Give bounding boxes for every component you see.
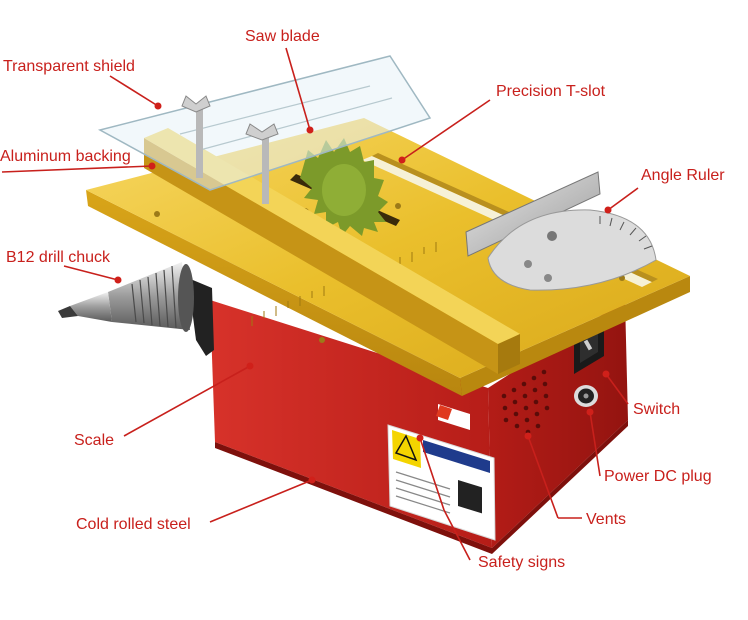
machine-body: [188, 278, 628, 554]
label-aluminum-backing: Aluminum backing: [0, 148, 131, 165]
table-right-edge: [460, 276, 690, 396]
drill-chuck: [58, 262, 194, 332]
fence: [144, 128, 520, 374]
chuck-bracket: [188, 278, 214, 356]
vents: [501, 369, 550, 435]
label-angle-ruler: Angle Ruler: [641, 167, 725, 184]
label-power-dc-plug: Power DC plug: [604, 468, 712, 485]
scale-marks: [251, 242, 437, 326]
table-front-edge: [86, 190, 462, 396]
label-vents: Vents: [586, 511, 627, 528]
power-switch: [574, 322, 604, 374]
angle-ruler: [465, 171, 657, 291]
safety-sticker: [387, 404, 496, 541]
leader-lines: [1, 47, 639, 561]
dc-plug: [574, 385, 598, 407]
label-transparent-shield: Transparent shield: [3, 58, 135, 75]
label-saw-blade: Saw blade: [245, 28, 320, 45]
label-switch: Switch: [633, 401, 681, 418]
body-bottom-edge: [215, 420, 628, 554]
label-precision-t-slot: Precision T-slot: [496, 83, 606, 100]
label-scale: Scale: [74, 432, 115, 449]
label-safety-signs: Safety signs: [478, 554, 566, 571]
saw-blade: [300, 138, 388, 236]
label-cold-rolled-steel: Cold rolled steel: [76, 516, 191, 533]
label-b12-drill-chuck: B12 drill chuck: [6, 249, 111, 266]
transparent-shield: [97, 55, 432, 204]
marker-dots: [114, 102, 612, 484]
